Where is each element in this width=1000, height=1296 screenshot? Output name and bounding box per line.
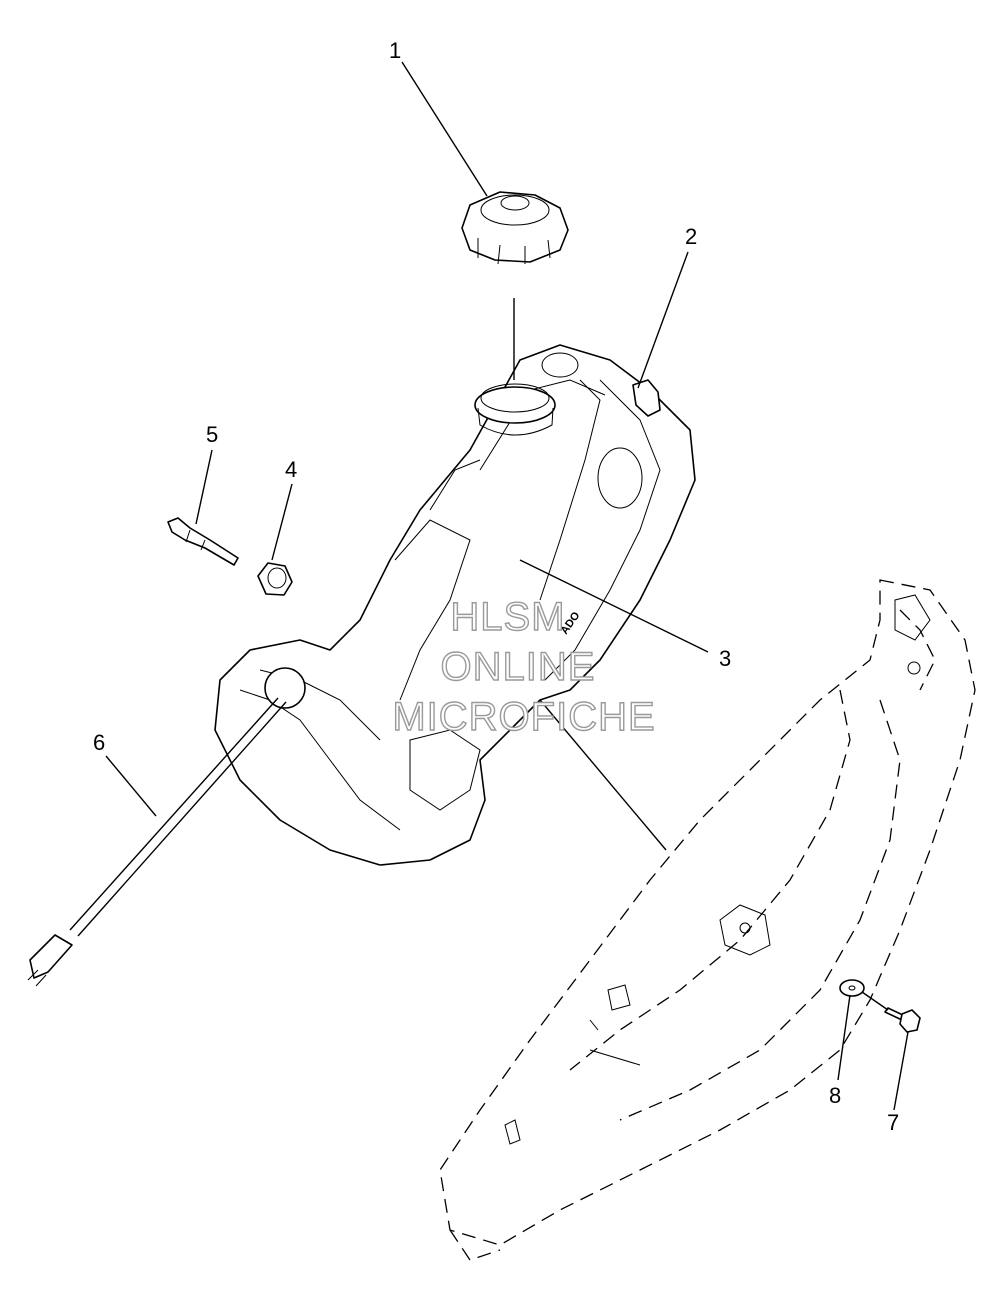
callout-2: 2 — [685, 224, 697, 249]
callout-4: 4 — [285, 457, 297, 482]
callout-labels: 1 2 3 4 5 6 7 8 — [93, 38, 899, 1135]
callout-8: 8 — [829, 1083, 841, 1108]
bolt — [884, 1007, 921, 1033]
fuel-sender — [27, 667, 306, 987]
fuel-cap — [461, 191, 569, 265]
watermark: HLSM ONLINE MICROFICHE — [392, 594, 656, 739]
watermark-line3: MICROFICHE — [392, 695, 655, 739]
grommet — [257, 562, 293, 596]
callout-5: 5 — [206, 422, 218, 447]
callout-6: 6 — [93, 730, 105, 755]
watermark-line1: HLSM — [450, 595, 565, 639]
vent-fitting — [167, 517, 239, 566]
callout-7: 7 — [887, 1110, 899, 1135]
frame-panel — [439, 579, 976, 1261]
fuel-tank: ADO — [214, 344, 696, 866]
callout-1: 1 — [389, 38, 401, 63]
callout-3: 3 — [719, 646, 731, 671]
leader-lines — [105, 61, 909, 1111]
watermark-line2: ONLINE — [441, 645, 596, 689]
washer — [839, 979, 865, 997]
